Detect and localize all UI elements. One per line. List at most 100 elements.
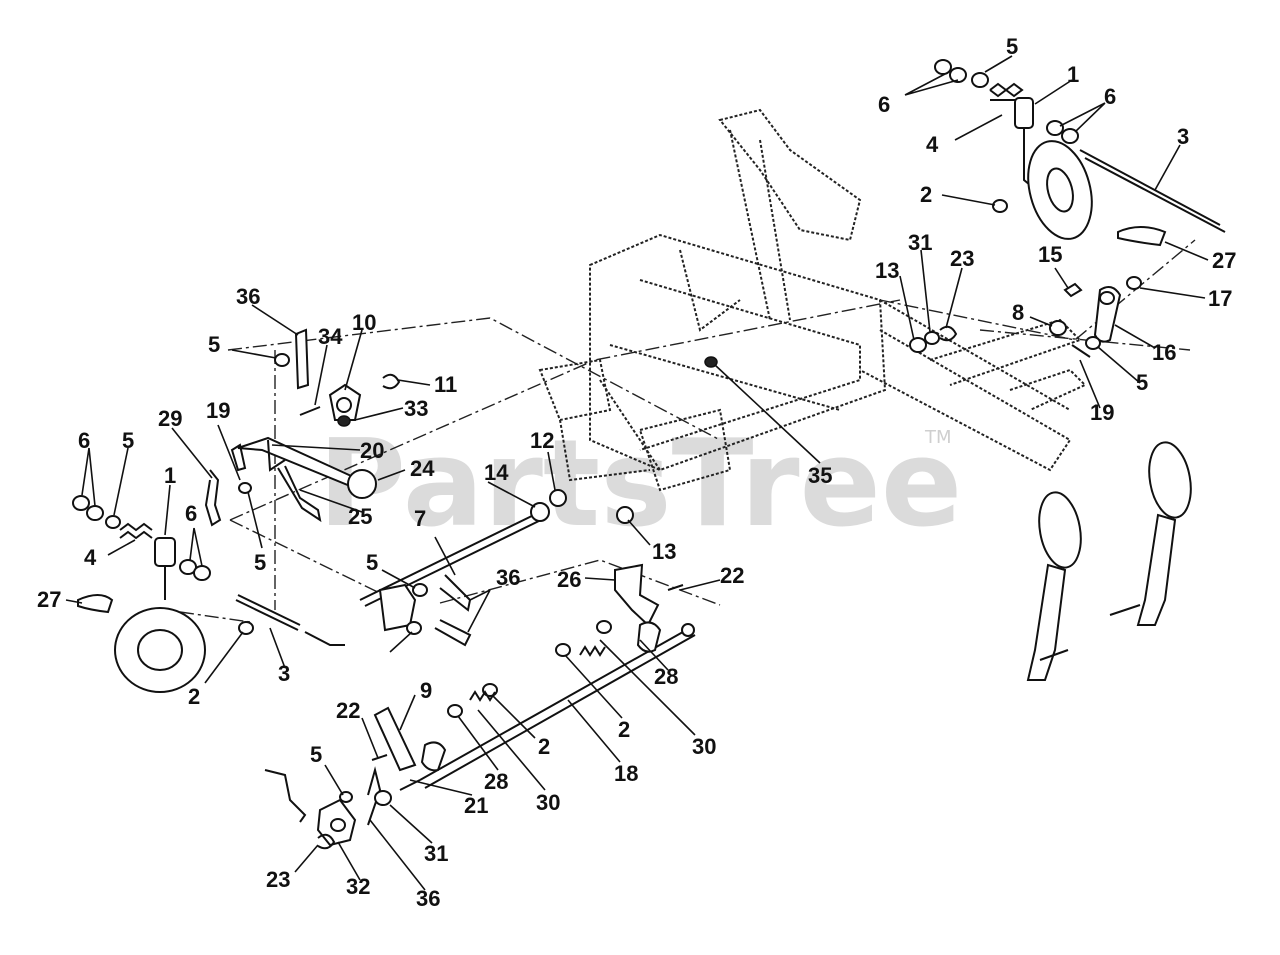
hair-pin-icon: [434, 619, 472, 647]
callout-label: 5: [1006, 34, 1018, 59]
bracket-plate-icon: [614, 563, 660, 627]
hex-nut-icon: [179, 559, 197, 575]
washer-icon: [1085, 336, 1101, 350]
bolt-icon: [299, 406, 321, 416]
e-ring-icon: [939, 325, 958, 342]
callout-label: 6: [878, 92, 890, 117]
hex-nut-icon: [949, 67, 967, 83]
callout-label: 5: [208, 332, 220, 357]
callout-label: 36: [236, 284, 260, 309]
callout-label: 30: [536, 790, 560, 815]
callout-label: 25: [348, 504, 372, 529]
callout-label: 34: [318, 324, 343, 349]
hex-nut-icon: [447, 704, 463, 718]
washer-icon: [406, 621, 422, 635]
wheel-cap-icon: [1117, 226, 1167, 247]
callout-label: 14: [484, 460, 509, 485]
watermark-text: PartsTree: [318, 415, 962, 554]
pin-icon: [1063, 282, 1083, 298]
rod-end-icon: [304, 631, 345, 646]
steering-rod-icon: [359, 511, 541, 601]
hex-nut-icon: [934, 59, 952, 75]
callout-label: 31: [908, 230, 932, 255]
lever-arm-icon: [277, 465, 322, 523]
callout-label: 12: [530, 428, 554, 453]
clutch-pedal-icon: [1148, 441, 1192, 519]
bolt-icon: [371, 754, 388, 761]
hair-pin-icon: [439, 574, 472, 612]
hex-nut-icon: [86, 505, 104, 521]
callout-label: 13: [875, 258, 899, 283]
wheel-cap-icon: [77, 594, 114, 614]
callout-label: 2: [618, 717, 630, 742]
callout-label: 6: [1104, 84, 1116, 109]
brake-arm-icon: [373, 706, 417, 772]
callout-label: 6: [78, 428, 90, 453]
reference-lines: [179, 239, 1196, 623]
callout-label: 11: [434, 372, 457, 397]
callout-label: 5: [310, 742, 322, 767]
watermark-tm: TM: [924, 427, 952, 448]
callout-label: 29: [158, 406, 182, 431]
brake-pedal-icon: [1038, 491, 1082, 569]
set-screw-icon: [337, 415, 351, 427]
callout-label: 3: [1177, 124, 1189, 149]
e-ring-icon: [382, 373, 401, 390]
hex-nut-icon: [1049, 320, 1067, 336]
callout-label: 28: [654, 664, 678, 689]
left-linkage: [72, 328, 718, 693]
callout-label: 22: [336, 698, 360, 723]
callout-label: 1: [1067, 62, 1079, 87]
callout-label: 23: [266, 867, 290, 892]
callout-label: 36: [496, 565, 520, 590]
callout-label: 33: [404, 396, 428, 421]
callout-label: 6: [185, 501, 197, 526]
callout-label: 20: [360, 438, 384, 463]
hair-pin-icon: [367, 766, 382, 826]
callout-label: 27: [1212, 248, 1236, 273]
hex-nut-icon: [596, 620, 612, 634]
callout-label: 36: [416, 886, 440, 911]
callout-label: 2: [188, 684, 200, 709]
spindle-body-icon: [154, 537, 176, 567]
callout-label: 32: [346, 874, 370, 899]
washer-icon: [971, 72, 989, 88]
hex-nut-icon: [238, 621, 254, 635]
callout-label: 28: [484, 769, 508, 794]
spring-icon: [469, 690, 496, 702]
knob-icon: [347, 469, 377, 499]
callout-label: 7: [414, 506, 426, 531]
callout-label: 30: [692, 734, 716, 759]
chassis-frame: [538, 108, 1087, 492]
washer-icon: [412, 583, 428, 597]
callout-label: 19: [206, 398, 230, 423]
spring-icon: [119, 522, 153, 540]
washer-icon: [105, 515, 121, 529]
callout-label: 10: [352, 310, 376, 335]
arm-icon: [420, 741, 447, 772]
hair-pin-icon: [294, 328, 310, 390]
hex-nut-icon: [555, 643, 571, 657]
callout-label: 19: [1090, 400, 1114, 425]
bracket-plate-icon: [378, 583, 417, 632]
callout-label: 26: [557, 567, 581, 592]
right-top-assembly: [909, 59, 1226, 358]
bushing-icon: [909, 337, 927, 353]
link-rod-icon: [204, 469, 222, 527]
callout-label: 2: [920, 182, 932, 207]
callout-label: 35: [808, 463, 832, 488]
hex-nut-icon: [193, 565, 211, 581]
washer-icon: [374, 790, 392, 806]
hex-nut-icon: [1061, 128, 1079, 144]
bracket-icon: [230, 443, 247, 472]
arm-icon: [636, 621, 662, 653]
callout-label: 23: [950, 246, 974, 271]
callout-label: 18: [614, 761, 638, 786]
callout-label: 13: [652, 539, 676, 564]
callout-label: 4: [84, 545, 97, 570]
callout-label: 27: [37, 587, 61, 612]
callout-label: 22: [720, 563, 744, 588]
callout-labels: 5 6 1 4 6 3 2 27 15 17 13 31 23 8 16 5 1…: [37, 34, 1236, 911]
hex-nut-icon: [482, 683, 498, 697]
